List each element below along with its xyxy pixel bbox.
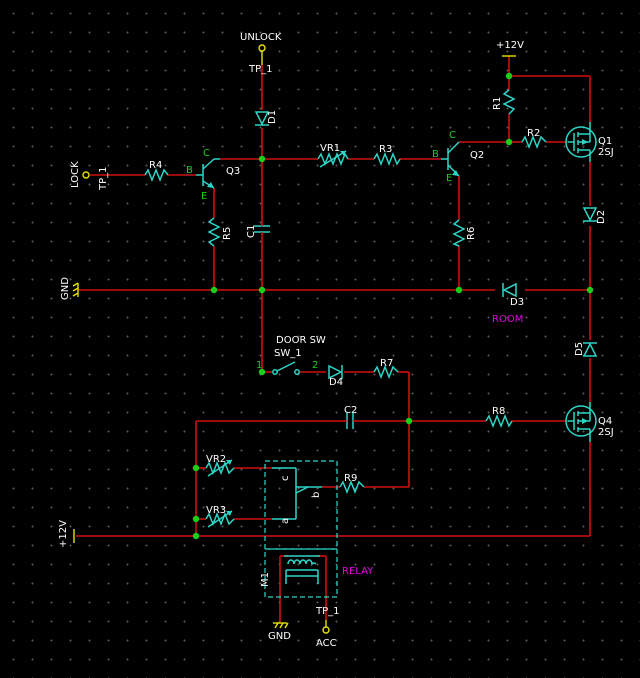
q3-pin-c: C — [203, 148, 210, 159]
d3-label: D3 — [510, 297, 524, 308]
diode-d4[interactable] — [328, 364, 343, 380]
gnd-left-symbol — [72, 282, 79, 297]
vr1-label: VR1 — [320, 143, 340, 154]
tp1-lock-label: TP_1 — [98, 166, 109, 191]
junction-dots — [192, 72, 594, 540]
q1-type-label: 2SJ — [598, 147, 614, 158]
gnd-bottom-symbol — [273, 622, 289, 629]
gnd-bottom-label: GND — [268, 631, 291, 642]
resistor-r2[interactable] — [521, 134, 547, 150]
relay-pin-b: b — [311, 492, 322, 498]
c1-label: C1 — [246, 225, 257, 238]
tp-lock[interactable] — [82, 171, 90, 179]
d2-label: D2 — [596, 210, 607, 224]
variable-resistor-vr1[interactable] — [317, 150, 349, 168]
plus12v-left-label: +12V — [58, 520, 69, 548]
variable-resistor-vr3[interactable] — [205, 510, 235, 528]
r2-label: R2 — [527, 128, 540, 139]
diode-d2[interactable] — [582, 207, 598, 222]
c2-label: C2 — [344, 405, 357, 416]
unlock-label: UNLOCK — [240, 32, 282, 43]
q3-pin-e: E — [201, 191, 207, 202]
diode-d3[interactable] — [502, 282, 517, 298]
resistor-r9[interactable] — [339, 479, 365, 495]
transistor-q3[interactable] — [196, 158, 220, 189]
tp-unlock[interactable] — [258, 44, 266, 65]
vr2-label: VR2 — [206, 454, 226, 465]
resistor-r5[interactable] — [207, 217, 221, 247]
acc-label: ACC — [316, 638, 337, 649]
q4-label: Q4 — [598, 416, 612, 427]
capacitor-c1[interactable] — [254, 218, 270, 240]
d5-label: D5 — [574, 342, 585, 356]
r9-label: R9 — [344, 473, 357, 484]
q1-label: Q1 — [598, 136, 612, 147]
r8-label: R8 — [492, 406, 505, 417]
gnd-left-label: GND — [60, 277, 71, 300]
m1-label: M1 — [260, 572, 271, 587]
q2-pin-c: C — [449, 130, 456, 141]
r3-label: R3 — [379, 144, 392, 155]
r4-label: R4 — [149, 160, 162, 171]
door-switch-sw1[interactable] — [272, 361, 300, 375]
mosfet-q4[interactable] — [565, 402, 597, 442]
resistor-r3[interactable] — [373, 151, 401, 167]
tp1-unlock-label: TP_1 — [248, 64, 273, 75]
r5-label: R5 — [222, 227, 233, 240]
q2-pin-b: B — [432, 149, 439, 160]
transistor-q2[interactable] — [441, 141, 460, 177]
resistor-r8[interactable] — [485, 413, 513, 429]
sw1-label: SW_1 — [274, 348, 302, 359]
q3-label: Q3 — [226, 166, 240, 177]
relay-label: RELAY — [342, 566, 374, 577]
q2-pin-e: E — [446, 173, 452, 184]
vr3-label: VR3 — [206, 505, 226, 516]
d1-label: D1 — [267, 110, 278, 124]
lock-label: LOCK — [70, 161, 81, 188]
relay-pin-a: a — [280, 518, 291, 524]
q2-label: Q2 — [470, 150, 484, 161]
diode-d1[interactable] — [254, 111, 270, 126]
resistor-r1[interactable] — [502, 89, 516, 115]
q4-type-label: 2SJ — [598, 427, 614, 438]
relay-pin-c: c — [280, 476, 291, 482]
q3-pin-b: B — [186, 165, 193, 176]
tp1-acc-label: TP_1 — [315, 606, 340, 617]
sw-pin-1: 1 — [256, 360, 262, 371]
sw-pin-2: 2 — [312, 360, 318, 371]
resistor-r6[interactable] — [452, 219, 466, 247]
relay-m1[interactable] — [264, 460, 338, 598]
mosfet-q1[interactable] — [565, 122, 597, 162]
room-label: ROOM — [492, 314, 523, 325]
r1-label: R1 — [492, 97, 503, 110]
plus12v-top-label: +12V — [496, 40, 524, 51]
d4-label: D4 — [329, 377, 343, 388]
resistor-r4[interactable] — [144, 167, 169, 183]
r6-label: R6 — [466, 227, 477, 240]
tp-acc[interactable] — [322, 620, 330, 634]
door-sw-label: DOOR SW — [276, 335, 326, 346]
resistor-r7[interactable] — [373, 364, 399, 380]
capacitor-c2[interactable] — [341, 413, 358, 429]
diode-d5[interactable] — [582, 342, 598, 357]
r7-label: R7 — [380, 358, 393, 369]
variable-resistor-vr2[interactable] — [205, 459, 235, 477]
wires — [76, 56, 591, 622]
